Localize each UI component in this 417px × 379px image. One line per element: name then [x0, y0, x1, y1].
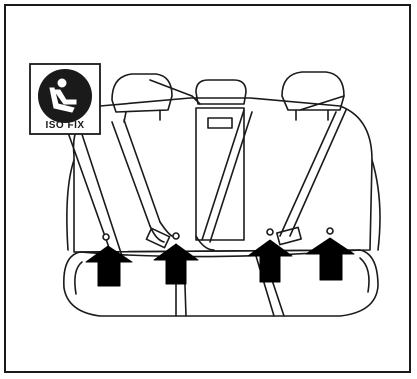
up-arrow-icon: [154, 244, 198, 284]
headrest-right: [282, 72, 344, 120]
anchor-ring-icon: [103, 234, 109, 240]
headrest-left: [112, 74, 172, 122]
isofix-badge: ISO FIX: [30, 64, 100, 134]
anchor-ring-icon: [173, 233, 179, 239]
anchor-ring-icon: [267, 229, 273, 235]
up-arrow-icon: [248, 240, 292, 282]
seatbelt-right: [277, 96, 346, 245]
seatbelt-left: [112, 80, 200, 248]
isofix-label: ISO FIX: [45, 120, 84, 131]
up-arrow-icon: [306, 238, 354, 280]
anchor-ring-icon: [327, 228, 333, 234]
headrest-center: [196, 80, 246, 104]
